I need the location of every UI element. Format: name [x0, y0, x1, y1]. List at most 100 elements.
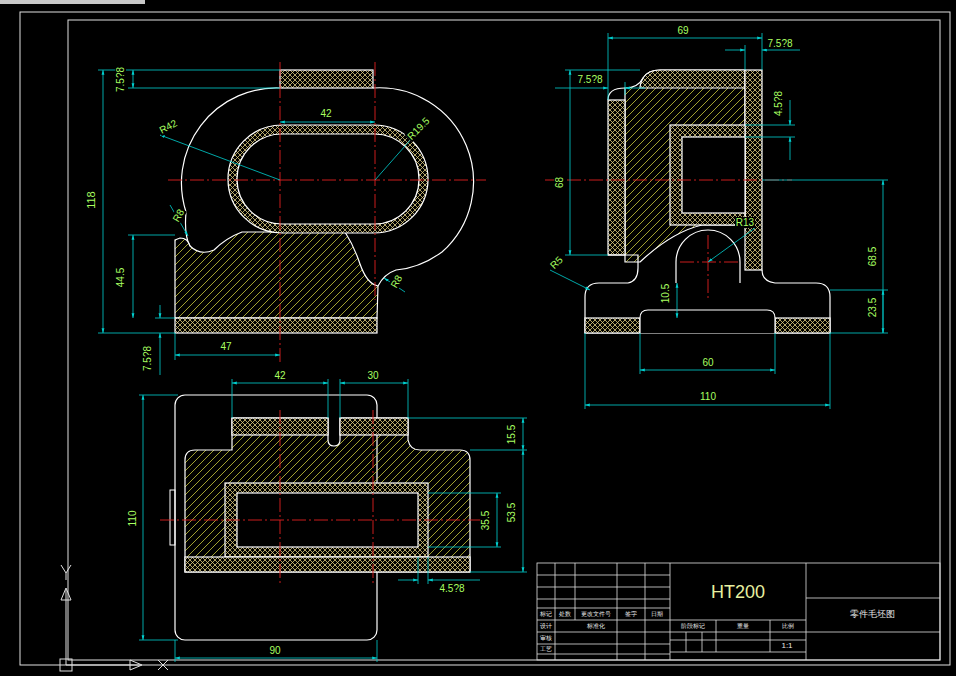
dimension-lines-part: [377, 640, 378, 662]
radius-text: R5: [547, 253, 565, 271]
dimension-lines-part: [428, 580, 480, 581]
front-view-part: [280, 70, 373, 88]
dimension-lines-part: [133, 235, 134, 318]
dimension-text: 118: [85, 190, 97, 210]
dimension-text: 10.5: [661, 282, 672, 303]
ucs-icon-part: [130, 660, 142, 670]
dimension-text: 68.5: [868, 245, 879, 266]
dimension-text: 47: [219, 341, 232, 352]
dimension-lines-part: [830, 333, 831, 409]
top-view-part: [170, 490, 175, 545]
title-block-part: [670, 620, 806, 621]
dimension-lines-part: [398, 580, 418, 581]
title-block-part: [537, 587, 670, 588]
title-block-part: [537, 632, 670, 633]
table-cell: 处数: [558, 611, 572, 618]
top-view-part-part: [160, 520, 488, 521]
radius-text: R8: [388, 272, 405, 290]
title-block-part: [806, 632, 940, 633]
dimension-lines-part: [175, 355, 280, 356]
dimension-lines-part: [608, 38, 762, 39]
front-view-part-part: [375, 62, 376, 300]
dimension-lines-part: [428, 493, 501, 494]
dimension-lines-part: [745, 125, 795, 126]
dimension-lines-part: [170, 205, 188, 236]
dimension-text: 15.5: [507, 423, 518, 444]
dimension-lines-part: [565, 70, 640, 71]
table-cell: 阶段标记: [680, 623, 706, 630]
dimension-text: 110: [699, 391, 717, 402]
table-cell: 日期: [650, 611, 664, 618]
top-view-part: [185, 557, 470, 572]
top-view-part: [340, 418, 408, 435]
side-view-part: [608, 88, 625, 100]
dimension-lines-part: [790, 100, 791, 125]
dimension-lines-part: [232, 379, 233, 418]
dimension-lines-part: [160, 135, 280, 180]
dimension-lines-part: [790, 137, 791, 160]
radius-text: R13: [735, 217, 755, 228]
dimension-lines-part: [143, 395, 144, 640]
dimension-lines-part: [625, 88, 645, 89]
dimension-text: 7.5?8: [576, 74, 603, 85]
dimension-lines-part: [585, 405, 830, 406]
ucs-icon-part: [61, 565, 71, 580]
title-block-part: [537, 599, 670, 600]
table-cell: 比例: [781, 623, 795, 630]
dimension-lines-part: [745, 45, 746, 70]
title-block-part: [537, 654, 670, 655]
dimension-lines-part: [550, 270, 590, 290]
side-view-part-part: [708, 235, 709, 300]
dimension-lines-part: [762, 33, 763, 70]
sheet-frame-part: [68, 20, 940, 660]
dimension-text: 7.5?8: [143, 344, 154, 371]
dimension-lines-part: [830, 333, 888, 334]
dimension-lines-part: [160, 305, 161, 318]
title-block-part: [537, 575, 670, 576]
title-block-part: [645, 563, 646, 660]
part-name: 零件毛坯图: [849, 610, 896, 620]
dimension-text: 42: [319, 108, 332, 119]
front-view-part-part: [168, 180, 486, 181]
dimension-lines-part: [128, 88, 280, 89]
dimension-text: 69: [676, 25, 689, 36]
dimension-lines-part: [640, 333, 641, 374]
dimension-text: 90: [268, 645, 281, 656]
dimension-lines-part: [762, 180, 888, 181]
dimension-lines-part: [830, 290, 888, 291]
title-block-part: [686, 632, 687, 652]
dimension-lines-part: [139, 395, 178, 396]
dimension-lines-part: [585, 333, 586, 409]
dimension-lines-part: [883, 290, 884, 333]
dimension-lines-part: [725, 50, 745, 51]
dimension-lines-part: [708, 228, 755, 262]
title-block-part: [670, 640, 806, 641]
dimension-text: 60: [701, 357, 714, 368]
front-view: [168, 62, 486, 362]
dimension-lines-part: [523, 418, 524, 450]
dimension-text: 23.5: [868, 296, 879, 317]
side-view-part: [682, 137, 745, 213]
title-block-part: [617, 563, 618, 660]
side-view-part: [745, 70, 762, 270]
dimension-lines-part: [497, 493, 498, 547]
title-block-part: [670, 652, 806, 653]
dimension-text: 42: [273, 370, 286, 381]
side-view: [545, 70, 830, 333]
dimension-lines-part: [328, 379, 329, 418]
dimension-lines-part: [640, 370, 775, 371]
title-block-part: [537, 644, 670, 645]
dimension-lines-part: [103, 70, 104, 333]
title-block-part: [670, 632, 806, 633]
side-view-part: [585, 255, 830, 333]
dimension-text: 7.5?8: [766, 38, 793, 49]
dimension-lines-part: [470, 450, 527, 451]
side-view-part: [640, 310, 775, 333]
dimension-lines-part: [470, 572, 527, 573]
dimension-text: 4.5?8: [774, 89, 785, 116]
sheet-frame: [0, 0, 950, 665]
dimension-text: 30: [366, 370, 379, 381]
side-view-part-part: [680, 262, 740, 263]
dimension-lines-part: [625, 82, 626, 95]
